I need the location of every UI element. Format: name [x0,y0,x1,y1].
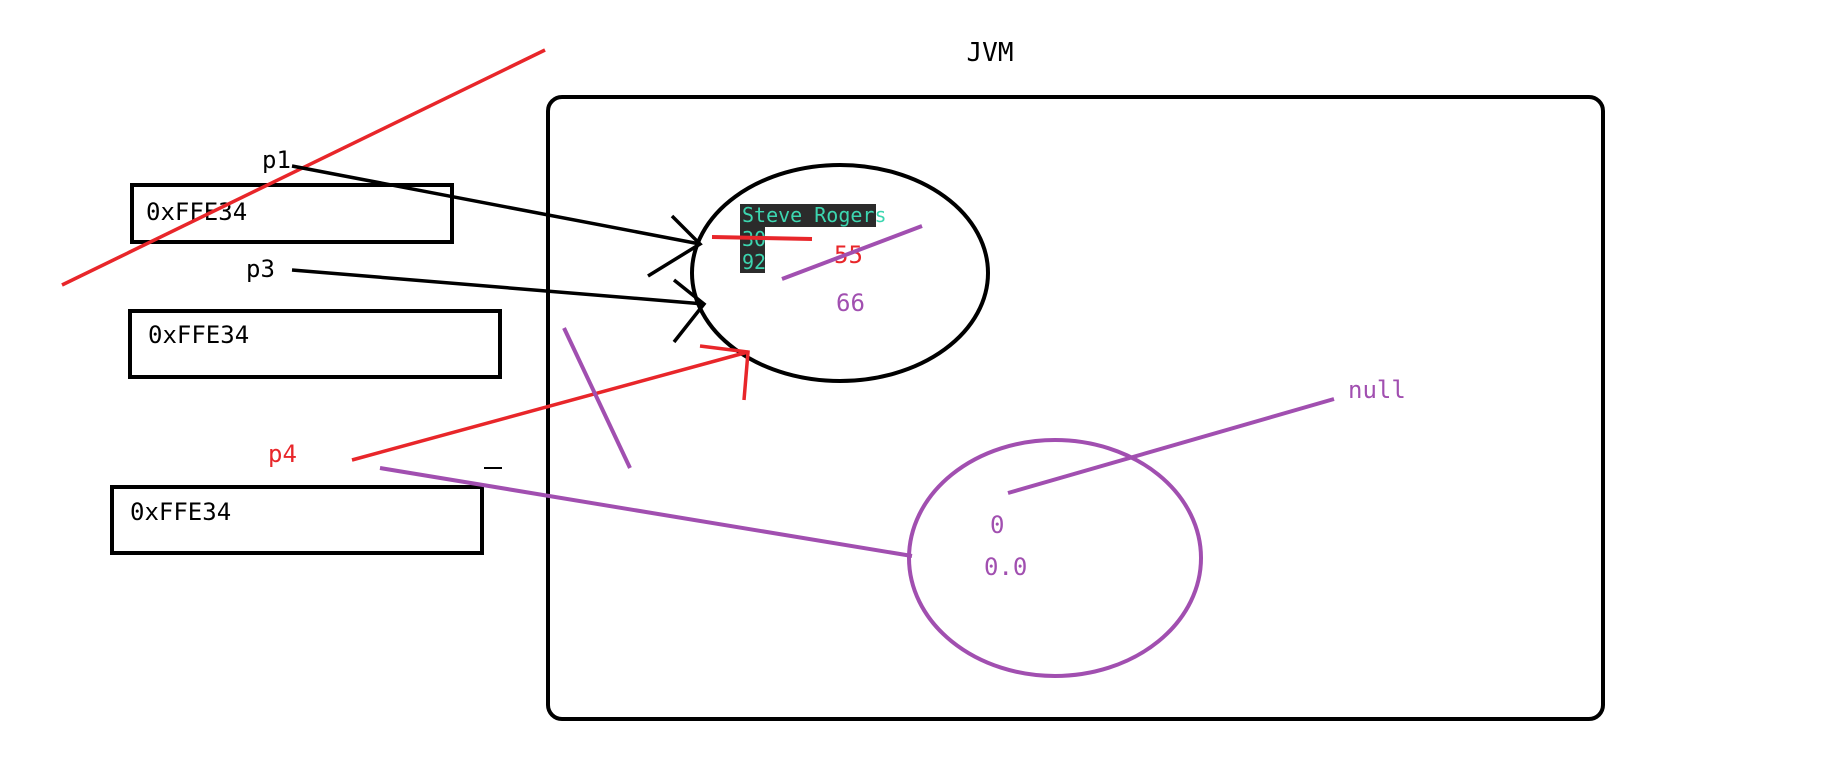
variable-label-p4: p4 [268,440,297,468]
reference-address-p3: 0xFFE34 [148,321,249,349]
purple-cross-out [562,327,632,469]
object2-age: 0 [990,511,1004,539]
arrow-p4-head [699,344,750,401]
arrow-p4-to-object2 [379,466,913,558]
object2-ellipse [907,438,1203,678]
variable-label-p1: p1 [262,146,291,174]
object1-age-newer: 66 [836,289,865,317]
arrow-p3-to-object1 [291,268,705,306]
values-highlight [740,227,765,273]
object2-name: null [1348,376,1406,404]
object2-name-pointer [1007,397,1335,495]
reference-box-p4 [110,485,484,555]
object2-score: 0.0 [984,553,1027,581]
variable-label-p3: p3 [246,255,275,283]
jvm-title: JVM [967,38,1014,68]
jvm-heap-box [546,95,1605,721]
arrow-p4-to-object1 [351,350,749,462]
object1-name: Steve Rogers [742,203,887,227]
reference-box-p3 [128,309,502,379]
reference-address-p4: 0xFFE34 [130,498,231,526]
age-old-strike [711,235,813,241]
object1-score: 92 [742,250,766,274]
reference-box-p1 [130,183,454,244]
arrow-p1-head [647,214,703,278]
arrow-p3-head [672,278,707,344]
name-highlight [740,204,876,227]
arrow-p1-to-object1 [291,164,701,246]
age-new-strike [781,224,923,281]
object1-ellipse [690,163,990,383]
